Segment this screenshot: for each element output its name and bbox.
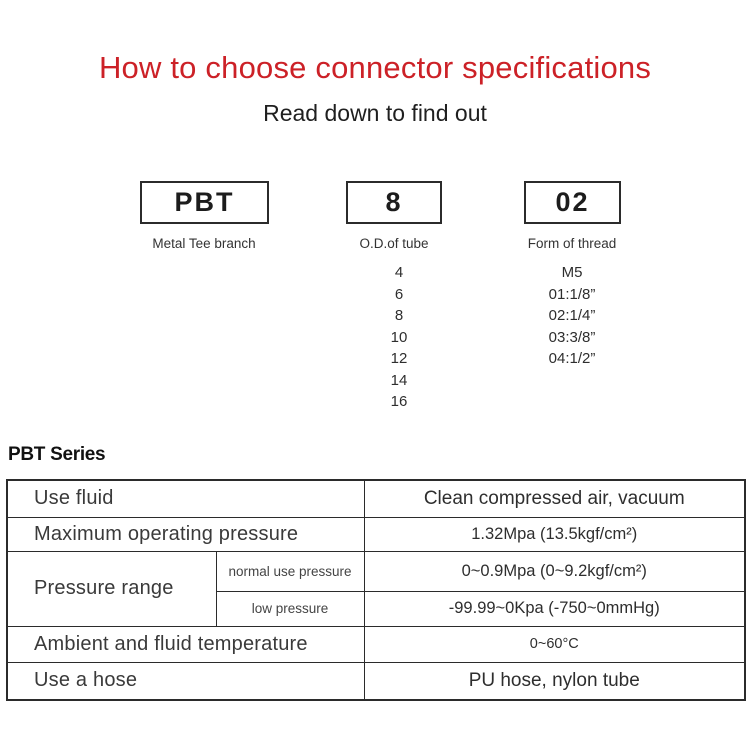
low-pressure-value: -99.99~0Kpa (-750~0mmHg): [363, 590, 746, 627]
od-option-list: 4 6 8 10 12 14 16: [344, 262, 454, 413]
thread-option: 03:3/8”: [548, 328, 596, 346]
temperature-value: 0~60°C: [363, 625, 746, 663]
od-code-label: O.D.of tube: [359, 236, 429, 251]
hose-value: PU hose, nylon tube: [363, 661, 746, 701]
page-title: How to choose connector specifications: [98, 50, 652, 85]
od-option: 10: [390, 328, 408, 346]
low-pressure-label: low pressure: [215, 590, 365, 627]
thread-code-label: Form of thread: [527, 236, 617, 251]
thread-option: 04:1/2”: [548, 350, 596, 367]
table-row-use-fluid: Use fluid Clean compressed air, vacuum: [6, 479, 746, 518]
thread-option: 02:1/4”: [548, 307, 596, 324]
max-pressure-label: Maximum operating pressure: [6, 516, 365, 552]
thread-option: M5: [561, 264, 583, 281]
normal-pressure-label: normal use pressure: [215, 550, 365, 592]
series-heading: PBT Series: [8, 444, 106, 465]
od-option: 12: [390, 350, 408, 367]
spec-table: Use fluid Clean compressed air, vacuum M…: [6, 479, 746, 701]
od-option: 4: [394, 264, 404, 281]
od-option: 6: [394, 285, 404, 303]
od-option: 16: [390, 393, 408, 410]
od-option: 8: [394, 307, 404, 324]
thread-option-list: M5 01:1/8” 02:1/4” 03:3/8” 04:1/2”: [502, 262, 642, 370]
pressure-range-label: Pressure range: [6, 550, 217, 627]
table-row-max-pressure: Maximum operating pressure 1.32Mpa (13.5…: [6, 516, 746, 552]
series-code-label: Metal Tee branch: [152, 236, 256, 251]
temperature-label: Ambient and fluid temperature: [6, 625, 365, 663]
thread-option: 01:1/8”: [548, 285, 596, 303]
table-row-hose: Use a hose PU hose, nylon tube: [6, 661, 746, 701]
od-option: 14: [390, 371, 408, 389]
table-row-normal-pressure: Pressure range normal use pressure 0~0.9…: [6, 550, 746, 627]
page-subtitle: Read down to find out: [263, 100, 487, 126]
normal-pressure-value: 0~0.9Mpa (0~9.2kgf/cm²): [363, 550, 746, 592]
thread-code-box: 02: [524, 181, 621, 224]
use-fluid-label: Use fluid: [6, 479, 365, 518]
hose-label: Use a hose: [6, 661, 365, 701]
series-code-box: PBT: [140, 181, 269, 224]
use-fluid-value: Clean compressed air, vacuum: [363, 479, 746, 518]
table-row-temperature: Ambient and fluid temperature 0~60°C: [6, 625, 746, 663]
max-pressure-value: 1.32Mpa (13.5kgf/cm²): [363, 516, 746, 552]
table-row-low-pressure: low pressure -99.99~0Kpa (-750~0mmHg): [7, 590, 746, 627]
od-code-box: 8: [346, 181, 442, 224]
